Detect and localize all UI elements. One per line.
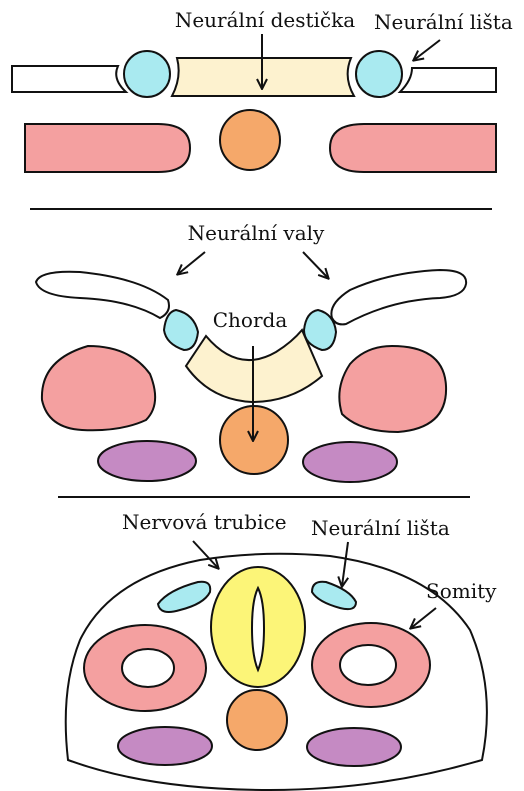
label-neural-tube: Nervová trubice — [122, 510, 287, 534]
stage-2-neural-folds: Neurální valy Chorda — [36, 221, 466, 482]
ectoderm-right — [400, 68, 496, 92]
neural-canal — [252, 588, 264, 670]
mesoderm-left — [25, 124, 190, 172]
stage-1-neural-plate: Neurální destička Neurální lišta — [12, 8, 513, 172]
ectoderm-fold-right — [331, 270, 466, 324]
label-neural-folds: Neurální valy — [188, 221, 325, 245]
neural-crest-right — [356, 51, 402, 97]
intermediate-left-2 — [98, 441, 196, 481]
label-chorda: Chorda — [213, 308, 288, 332]
neural-crest-fold-left — [164, 310, 198, 350]
stage-3-neural-tube: Nervová trubice Neurální lišta Somity — [66, 510, 497, 790]
notochord-1 — [220, 110, 280, 170]
notochord-3 — [227, 690, 287, 750]
intermediate-right-2 — [303, 442, 397, 482]
neural-crest-left — [124, 51, 170, 97]
ectoderm-left — [12, 66, 126, 92]
label-neural-crest-top: Neurální lišta — [374, 10, 513, 34]
intermediate-left-3 — [118, 727, 212, 765]
somite-right-2 — [339, 346, 446, 432]
somite-right-3-hole — [340, 645, 396, 685]
label-somites: Somity — [426, 579, 497, 603]
intermediate-right-3 — [307, 728, 401, 766]
ectoderm-fold-left — [36, 272, 169, 318]
arrow-neural-crest-top — [414, 40, 440, 60]
label-neural-plate: Neurální destička — [175, 8, 355, 32]
arrow-neural-folds-right — [303, 252, 328, 278]
somite-left-3-hole — [122, 649, 174, 687]
somite-left-2 — [42, 346, 155, 430]
mesoderm-right — [330, 124, 496, 172]
label-neural-crest-bottom: Neurální lišta — [311, 516, 450, 540]
arrow-neural-folds-left — [178, 252, 205, 274]
